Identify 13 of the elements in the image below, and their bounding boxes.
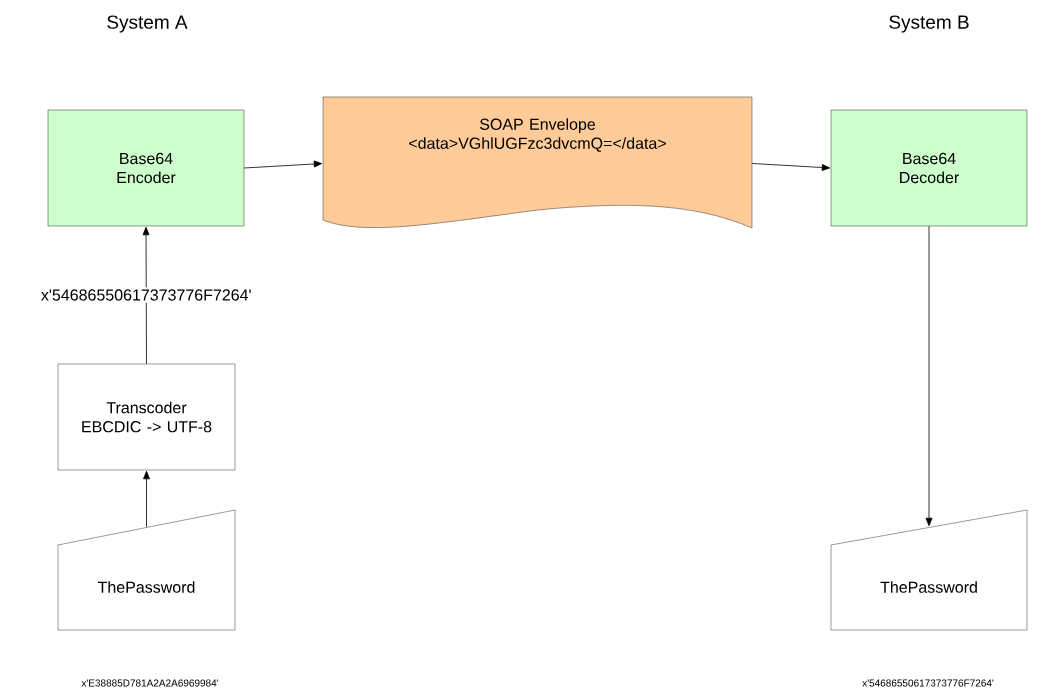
system-heading: System B xyxy=(889,15,969,33)
arrow xyxy=(143,470,150,528)
hex-value-label: x'54686550617373776F7264' xyxy=(862,679,994,687)
arrow xyxy=(925,225,933,527)
process-box: Transcoder EBCDIC -> UTF-8 xyxy=(57,363,236,471)
arrow xyxy=(142,226,150,365)
process-box: Base64 Decoder xyxy=(830,109,1028,227)
arrow xyxy=(751,163,831,171)
edge-label: x'54686550617373776F7264' xyxy=(41,289,251,301)
process-box: Base64 Encoder xyxy=(47,109,245,227)
hex-value-label: x'E38885D781A2A2A6969984' xyxy=(81,679,219,687)
system-heading: System A xyxy=(107,15,188,33)
arrow xyxy=(243,160,323,169)
